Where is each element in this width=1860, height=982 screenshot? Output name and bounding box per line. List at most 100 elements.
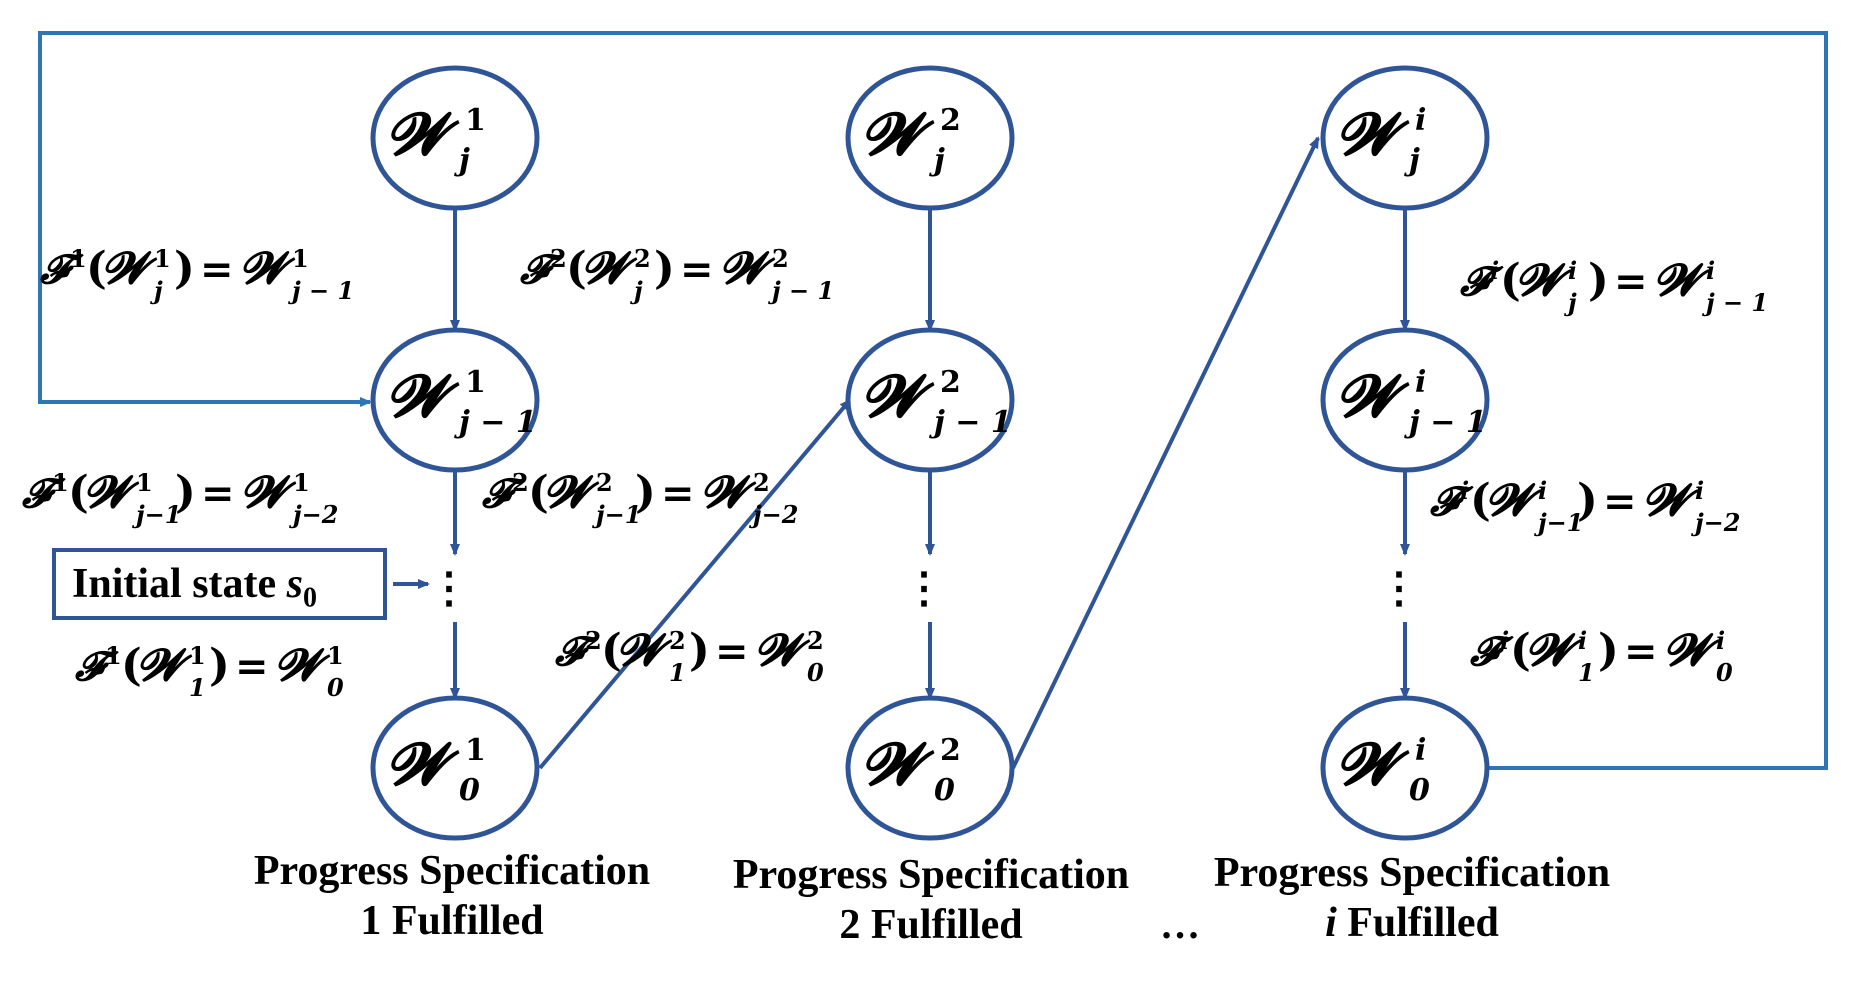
col-2-equation-0-lhs-sub: j xyxy=(630,276,643,305)
col-1-equation-0-W-lhs: 𝓦 xyxy=(102,243,158,294)
col-2-equation-1-lhs-sub: j−1 xyxy=(592,500,642,529)
col-2-node-1-sup: 2 xyxy=(940,365,961,400)
col-3-equation-0-rhs-sup: i xyxy=(1706,256,1715,285)
col-1-node-2 xyxy=(370,695,540,841)
col-2-equation-0-rhs-sup: 2 xyxy=(772,244,789,273)
col-3-equation-2-rhs-sub: 0 xyxy=(1716,658,1733,687)
col-1-node-1-sub: j − 1 xyxy=(454,405,537,440)
col-3-equation-2-open-paren: ( xyxy=(1510,625,1531,676)
col-1-equation-1-W-lhs: 𝓦 xyxy=(84,467,140,518)
col-3-node-0 xyxy=(1320,65,1490,211)
col-1-equation-2-W-rhs: 𝓦 xyxy=(275,640,331,691)
col-1-equation-0-lhs-sup: 1 xyxy=(154,244,171,273)
caption-col-3: Progress Specification i Fulfilled xyxy=(1196,848,1628,948)
col-2-equation-2-W-rhs: 𝓦 xyxy=(755,625,811,676)
col-3-equation-0-rhs-sub: j − 1 xyxy=(1702,288,1768,317)
col-2-equation-0-F-sup: 2 xyxy=(550,244,567,273)
col-2-equation-1-rhs-sub: j−2 xyxy=(749,500,799,529)
col-1-node-1 xyxy=(370,327,540,473)
col-1-equation-0-close-paren: ) xyxy=(174,243,195,294)
col-3-equation-1-rhs-sub: j−2 xyxy=(1691,508,1741,537)
col-1-equation-2-lhs-sup: 1 xyxy=(189,641,206,670)
col-3-node-0-sup: i xyxy=(1415,103,1426,138)
col-1-node-1-sup: 1 xyxy=(465,365,486,400)
col-1-equation-0-F-sup: 1 xyxy=(70,244,87,273)
col-2-equation-1-lhs-sup: 2 xyxy=(596,468,613,497)
col-3-equation-2-equals: = xyxy=(1624,628,1658,675)
col-1-equation-0-equals: = xyxy=(200,246,234,293)
col-3-ellipsis: ⋮ xyxy=(1378,566,1420,612)
col-2-node-2 xyxy=(845,695,1015,841)
col-3-equation-0-equals: = xyxy=(1614,258,1648,305)
col-1-equation-2-W-lhs: 𝓦 xyxy=(137,640,193,691)
col-2-equation-1-rhs-sup: 2 xyxy=(753,468,770,497)
col-3-equation-2-lhs-sup: i xyxy=(1578,626,1587,655)
col-2-equation-2-lhs-sub: 1 xyxy=(669,658,686,687)
col-3-equation-0-open-paren: ( xyxy=(1500,255,1521,306)
col-1-equation-1-lhs-sub: j−1 xyxy=(132,500,182,529)
col-1-equation-1-lhs-sup: 1 xyxy=(136,468,153,497)
bottom-ellipsis: … xyxy=(1160,902,1200,947)
caption-col-2-line2: 2 Fulfilled xyxy=(839,902,1023,948)
col-3-equation-2-F-sup: i xyxy=(1500,626,1509,655)
caption-col-2-line1: Progress Specification xyxy=(732,852,1130,898)
col-1-equation-1-close-paren: ) xyxy=(175,467,196,518)
col-2-equation-1-open-paren: ( xyxy=(528,467,549,518)
col-1-equation-1-rhs-sup: 1 xyxy=(293,468,310,497)
col-2-node-2-sup: 2 xyxy=(940,733,961,768)
col-2-equation-1-W-rhs: 𝓦 xyxy=(701,467,757,518)
caption-col-2: Progress Specification 2 Fulfilled xyxy=(715,850,1147,950)
col-2-node-1-sub: j − 1 xyxy=(929,405,1012,440)
col-2-equation-2-close-paren: ) xyxy=(689,625,710,676)
caption-col-1-line2: 1 Fulfilled xyxy=(360,898,544,944)
col-3-equation-2-W-lhs: 𝓦 xyxy=(1526,625,1582,676)
caption-col-1: Progress Specification 1 Fulfilled xyxy=(236,846,668,946)
col-1-node-0 xyxy=(370,65,540,211)
col-1-equation-2-close-paren: ) xyxy=(209,640,230,691)
col-3-equation-1-equals: = xyxy=(1603,478,1637,525)
col-2-equation-2-rhs-sub: 0 xyxy=(807,658,824,687)
col-2-ellipsis: ⋮ xyxy=(903,566,945,612)
col-2-equation-0-open-paren: ( xyxy=(566,243,587,294)
col-1-equation-0-open-paren: ( xyxy=(86,243,107,294)
col-1-equation-0-lhs-sub: j xyxy=(150,276,163,305)
col-3-equation-2-W-rhs: 𝓦 xyxy=(1664,625,1720,676)
col-3-equation-1-open-paren: ( xyxy=(1470,475,1491,526)
feedback-loop-edge xyxy=(38,31,1828,770)
col-3-node-1-sup: i xyxy=(1415,365,1426,400)
col-2-equation-1-F-sup: 2 xyxy=(512,468,529,497)
col-3-equation-2-rhs-sup: i xyxy=(1716,626,1725,655)
col-1-equation-0-rhs-sup: 1 xyxy=(292,244,309,273)
caption-col-3-line1: Progress Specification xyxy=(1213,850,1611,896)
col-1-equation-2-open-paren: ( xyxy=(121,640,142,691)
col-2-equation-0-close-paren: ) xyxy=(654,243,675,294)
col-3-equation-0-lhs-sub: j xyxy=(1564,288,1577,317)
col-1-node-2-sup: 1 xyxy=(465,733,486,768)
edge-col2-to-col3 xyxy=(1011,136,1320,769)
col-2-equation-2-open-paren: ( xyxy=(601,625,622,676)
col-1-ellipsis: ⋮ xyxy=(428,566,470,612)
caption-col-3-suffix: Fulfilled xyxy=(1336,900,1499,946)
col-1-equation-1-rhs-sub: j−2 xyxy=(289,500,339,529)
col-3-equation-2-lhs-sub: 1 xyxy=(1578,658,1595,687)
col-1-equation-0-W-rhs: 𝓦 xyxy=(240,243,296,294)
initial-state-subscript: 0 xyxy=(303,582,318,614)
col-3-equation-1-W-lhs: 𝓦 xyxy=(1486,475,1542,526)
col-1-node-2-sub: 0 xyxy=(459,773,480,808)
col-1-equation-1-F-sup: 1 xyxy=(52,468,69,497)
col-2-equation-1-W-lhs: 𝓦 xyxy=(544,467,600,518)
col-2-equation-2-rhs-sup: 2 xyxy=(807,626,824,655)
caption-col-3-line2: i Fulfilled xyxy=(1196,898,1628,948)
col-1-equation-2-lhs-sub: 1 xyxy=(189,673,206,702)
initial-state-label: Initial state xyxy=(72,561,277,607)
edge-col1-to-col2 xyxy=(538,398,852,770)
col-3-equation-0-W-rhs: 𝓦 xyxy=(1654,255,1710,306)
col-2-node-1 xyxy=(845,327,1015,473)
